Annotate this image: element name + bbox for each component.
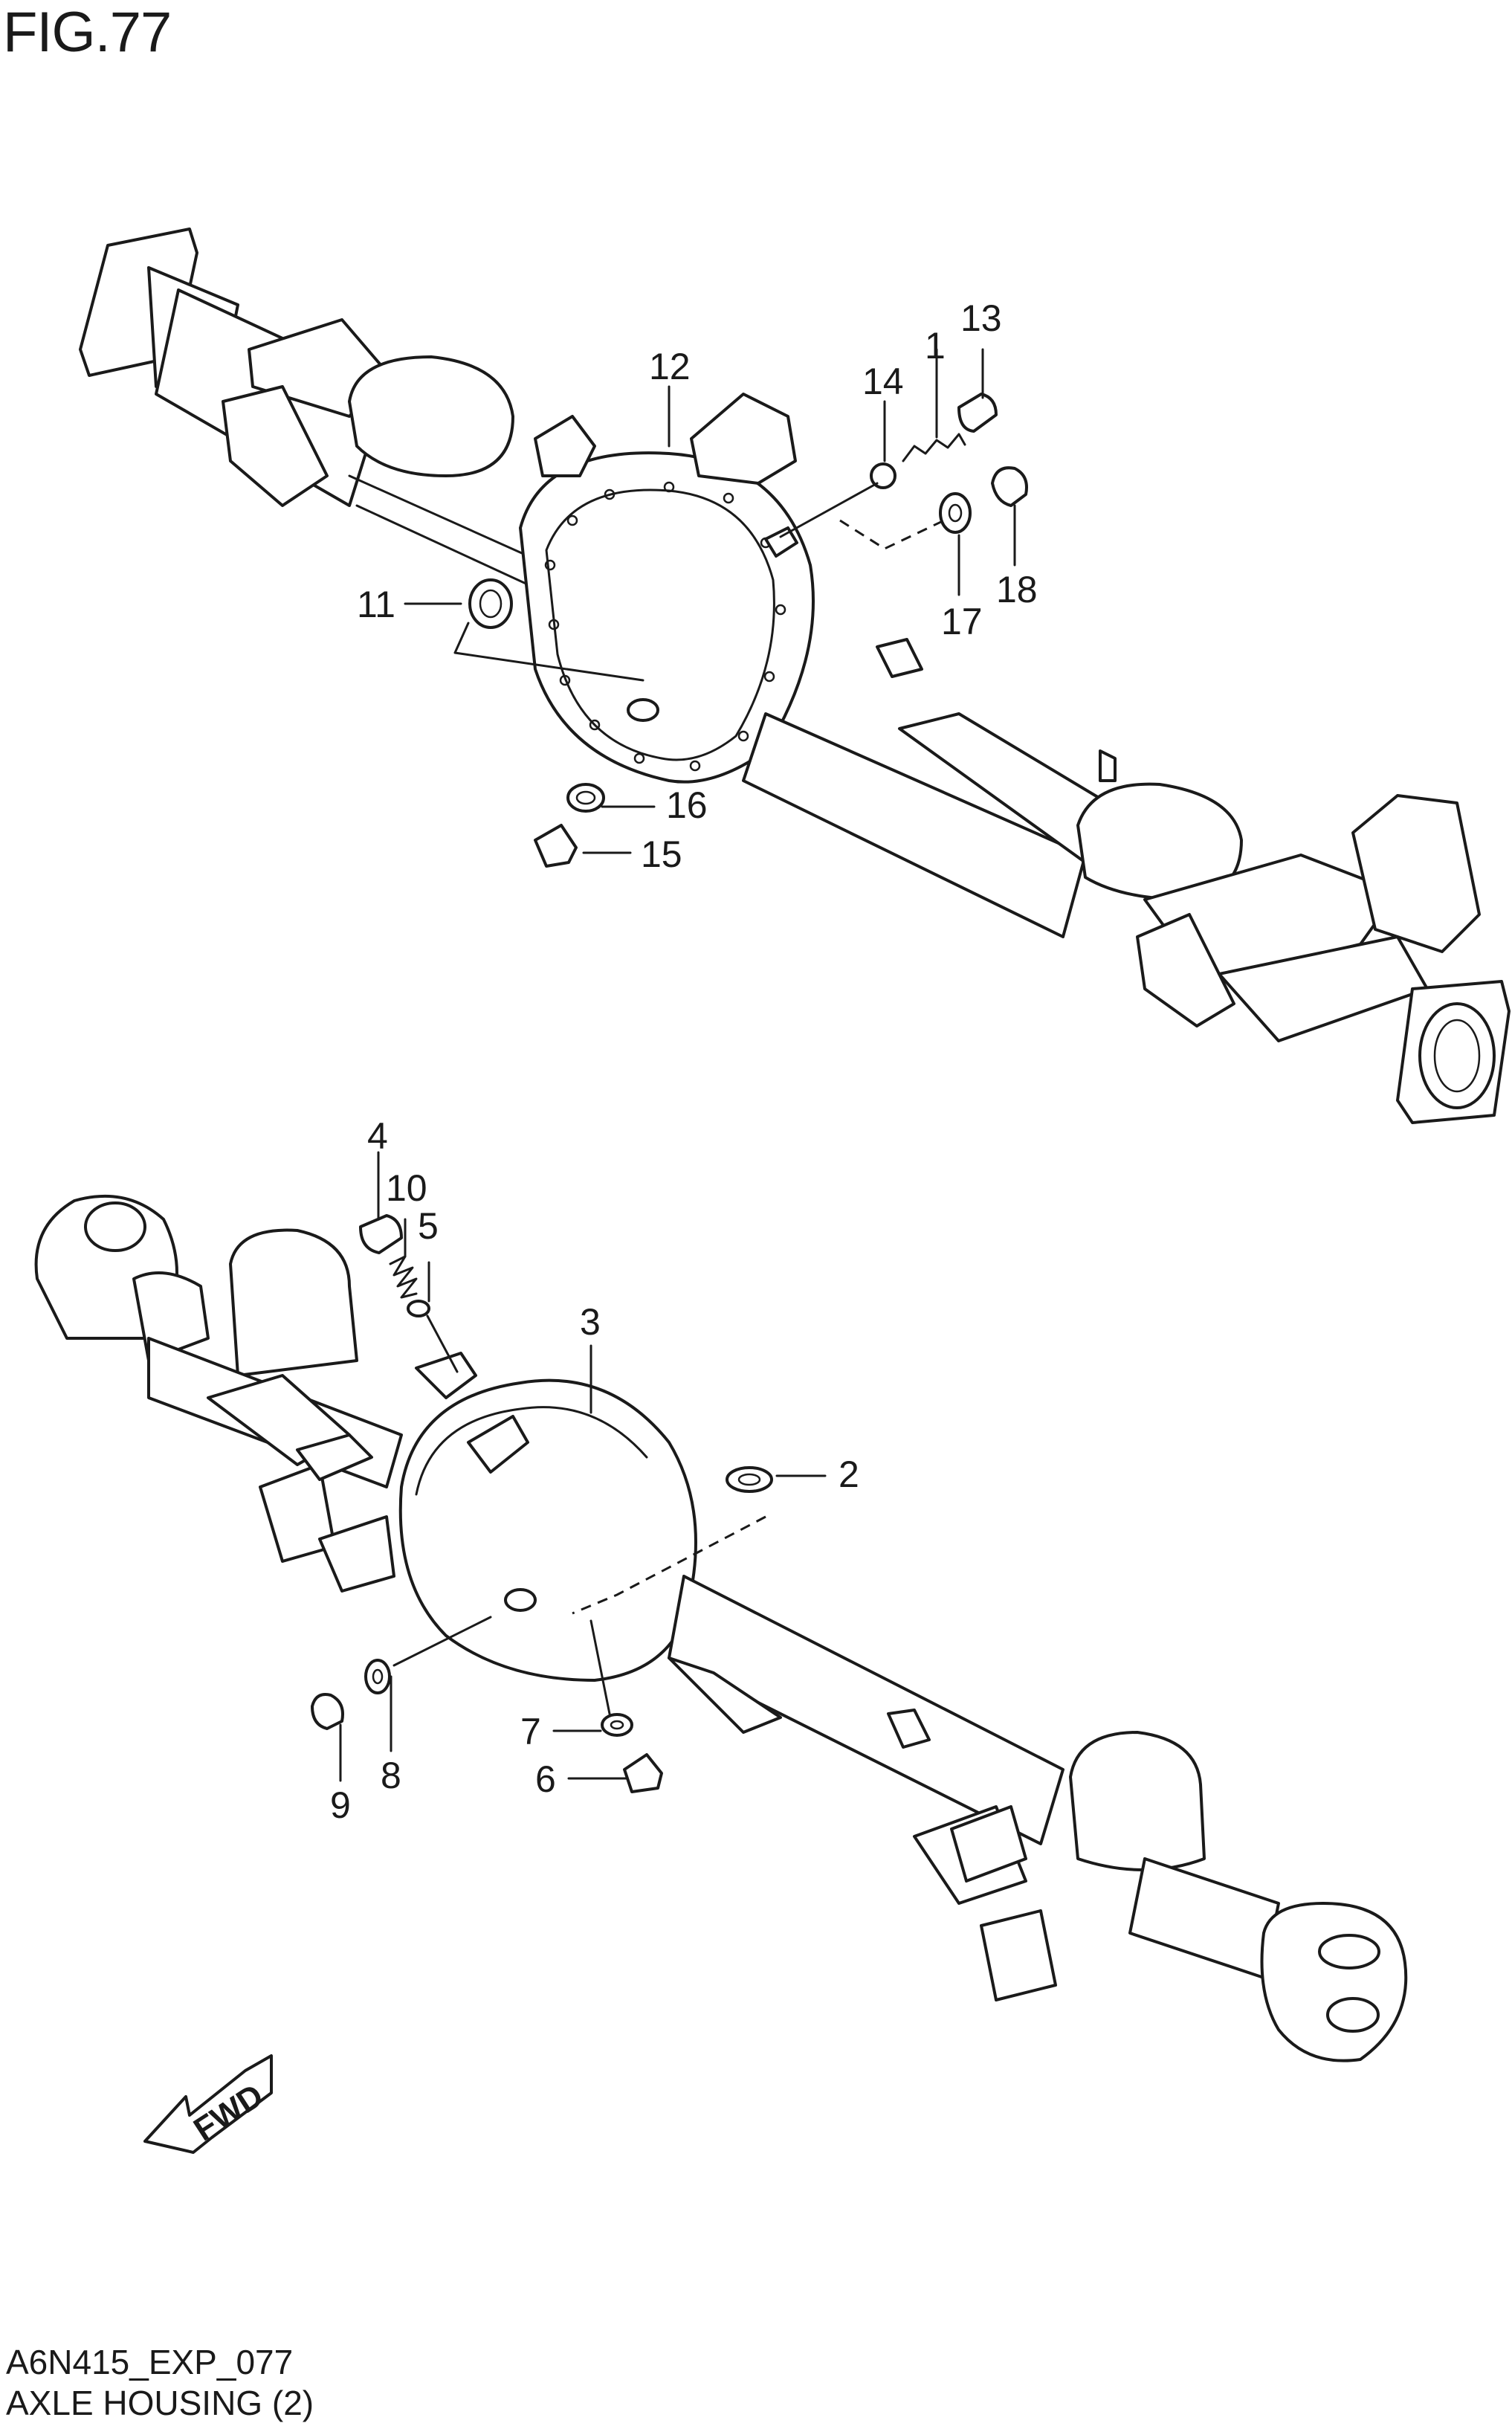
- part-5-ring: [407, 1300, 430, 1317]
- part-6-drain-plug: [623, 1753, 663, 1793]
- upper-left-dome: [348, 355, 514, 477]
- callout-15: 15: [641, 833, 682, 875]
- callout-14: 14: [862, 361, 904, 402]
- callout-3: 3: [580, 1301, 601, 1343]
- part-16-gasket: [566, 783, 605, 813]
- figure-title: FIG.77: [3, 1, 172, 64]
- upper-leader-lines: [404, 348, 1016, 854]
- callout-17: 17: [941, 601, 983, 642]
- part-15-drain-plug: [534, 824, 578, 868]
- part-11-seal: [468, 578, 513, 629]
- part-18-plug: [991, 466, 1028, 507]
- part-7-gasket: [601, 1713, 633, 1737]
- upper-small-parts: [468, 393, 1028, 868]
- lower-left-dome: [229, 1228, 358, 1377]
- part-2-gasket: [726, 1466, 773, 1493]
- part-10-spring: [389, 1255, 418, 1299]
- drawing-name: AXLE HOUSING (2): [6, 2384, 314, 2422]
- callout-5: 5: [418, 1205, 439, 1247]
- part-14-ball: [870, 462, 896, 489]
- callout-16: 16: [666, 784, 708, 826]
- callout-12: 12: [649, 346, 691, 387]
- callout-labels: 12 14 1 13 18 17 11 16 15 4 10 5 3 2 7 6…: [330, 297, 1038, 1826]
- part-9-plug: [311, 1693, 344, 1730]
- upper-carrier-housing: [519, 451, 815, 784]
- lower-axle-housing: [34, 1194, 1408, 2062]
- callout-4: 4: [367, 1115, 388, 1157]
- fwd-arrow: FWD: [143, 2054, 273, 2154]
- callout-9: 9: [330, 1784, 351, 1826]
- callout-8: 8: [381, 1755, 401, 1796]
- callout-18: 18: [996, 569, 1038, 610]
- lower-right-dome: [1069, 1731, 1206, 1871]
- lower-banjo-housing: [398, 1378, 697, 1682]
- part-17-washer: [939, 492, 972, 534]
- callout-2: 2: [839, 1454, 859, 1495]
- upper-right-dome: [1076, 782, 1243, 901]
- callout-6: 6: [535, 1758, 556, 1800]
- callout-11: 11: [357, 584, 395, 625]
- lower-small-parts: [311, 1214, 773, 1793]
- part-8-washer: [364, 1659, 391, 1694]
- lower-leader-lines: [339, 1151, 827, 1782]
- callout-7: 7: [520, 1711, 541, 1752]
- callout-10: 10: [386, 1167, 427, 1209]
- lower-right-end: [1260, 1902, 1408, 2062]
- callout-1: 1: [925, 325, 946, 367]
- part-1-spring: [902, 433, 966, 462]
- drawing-code: A6N415_EXP_077: [6, 2343, 294, 2381]
- part-13-cap: [957, 393, 998, 433]
- upper-right-tube: [742, 712, 1087, 938]
- lower-right-tube: [668, 1575, 1064, 1845]
- upper-axle-housing: [79, 228, 1511, 1124]
- part-4-cap: [359, 1214, 403, 1254]
- callout-13: 13: [960, 297, 1002, 339]
